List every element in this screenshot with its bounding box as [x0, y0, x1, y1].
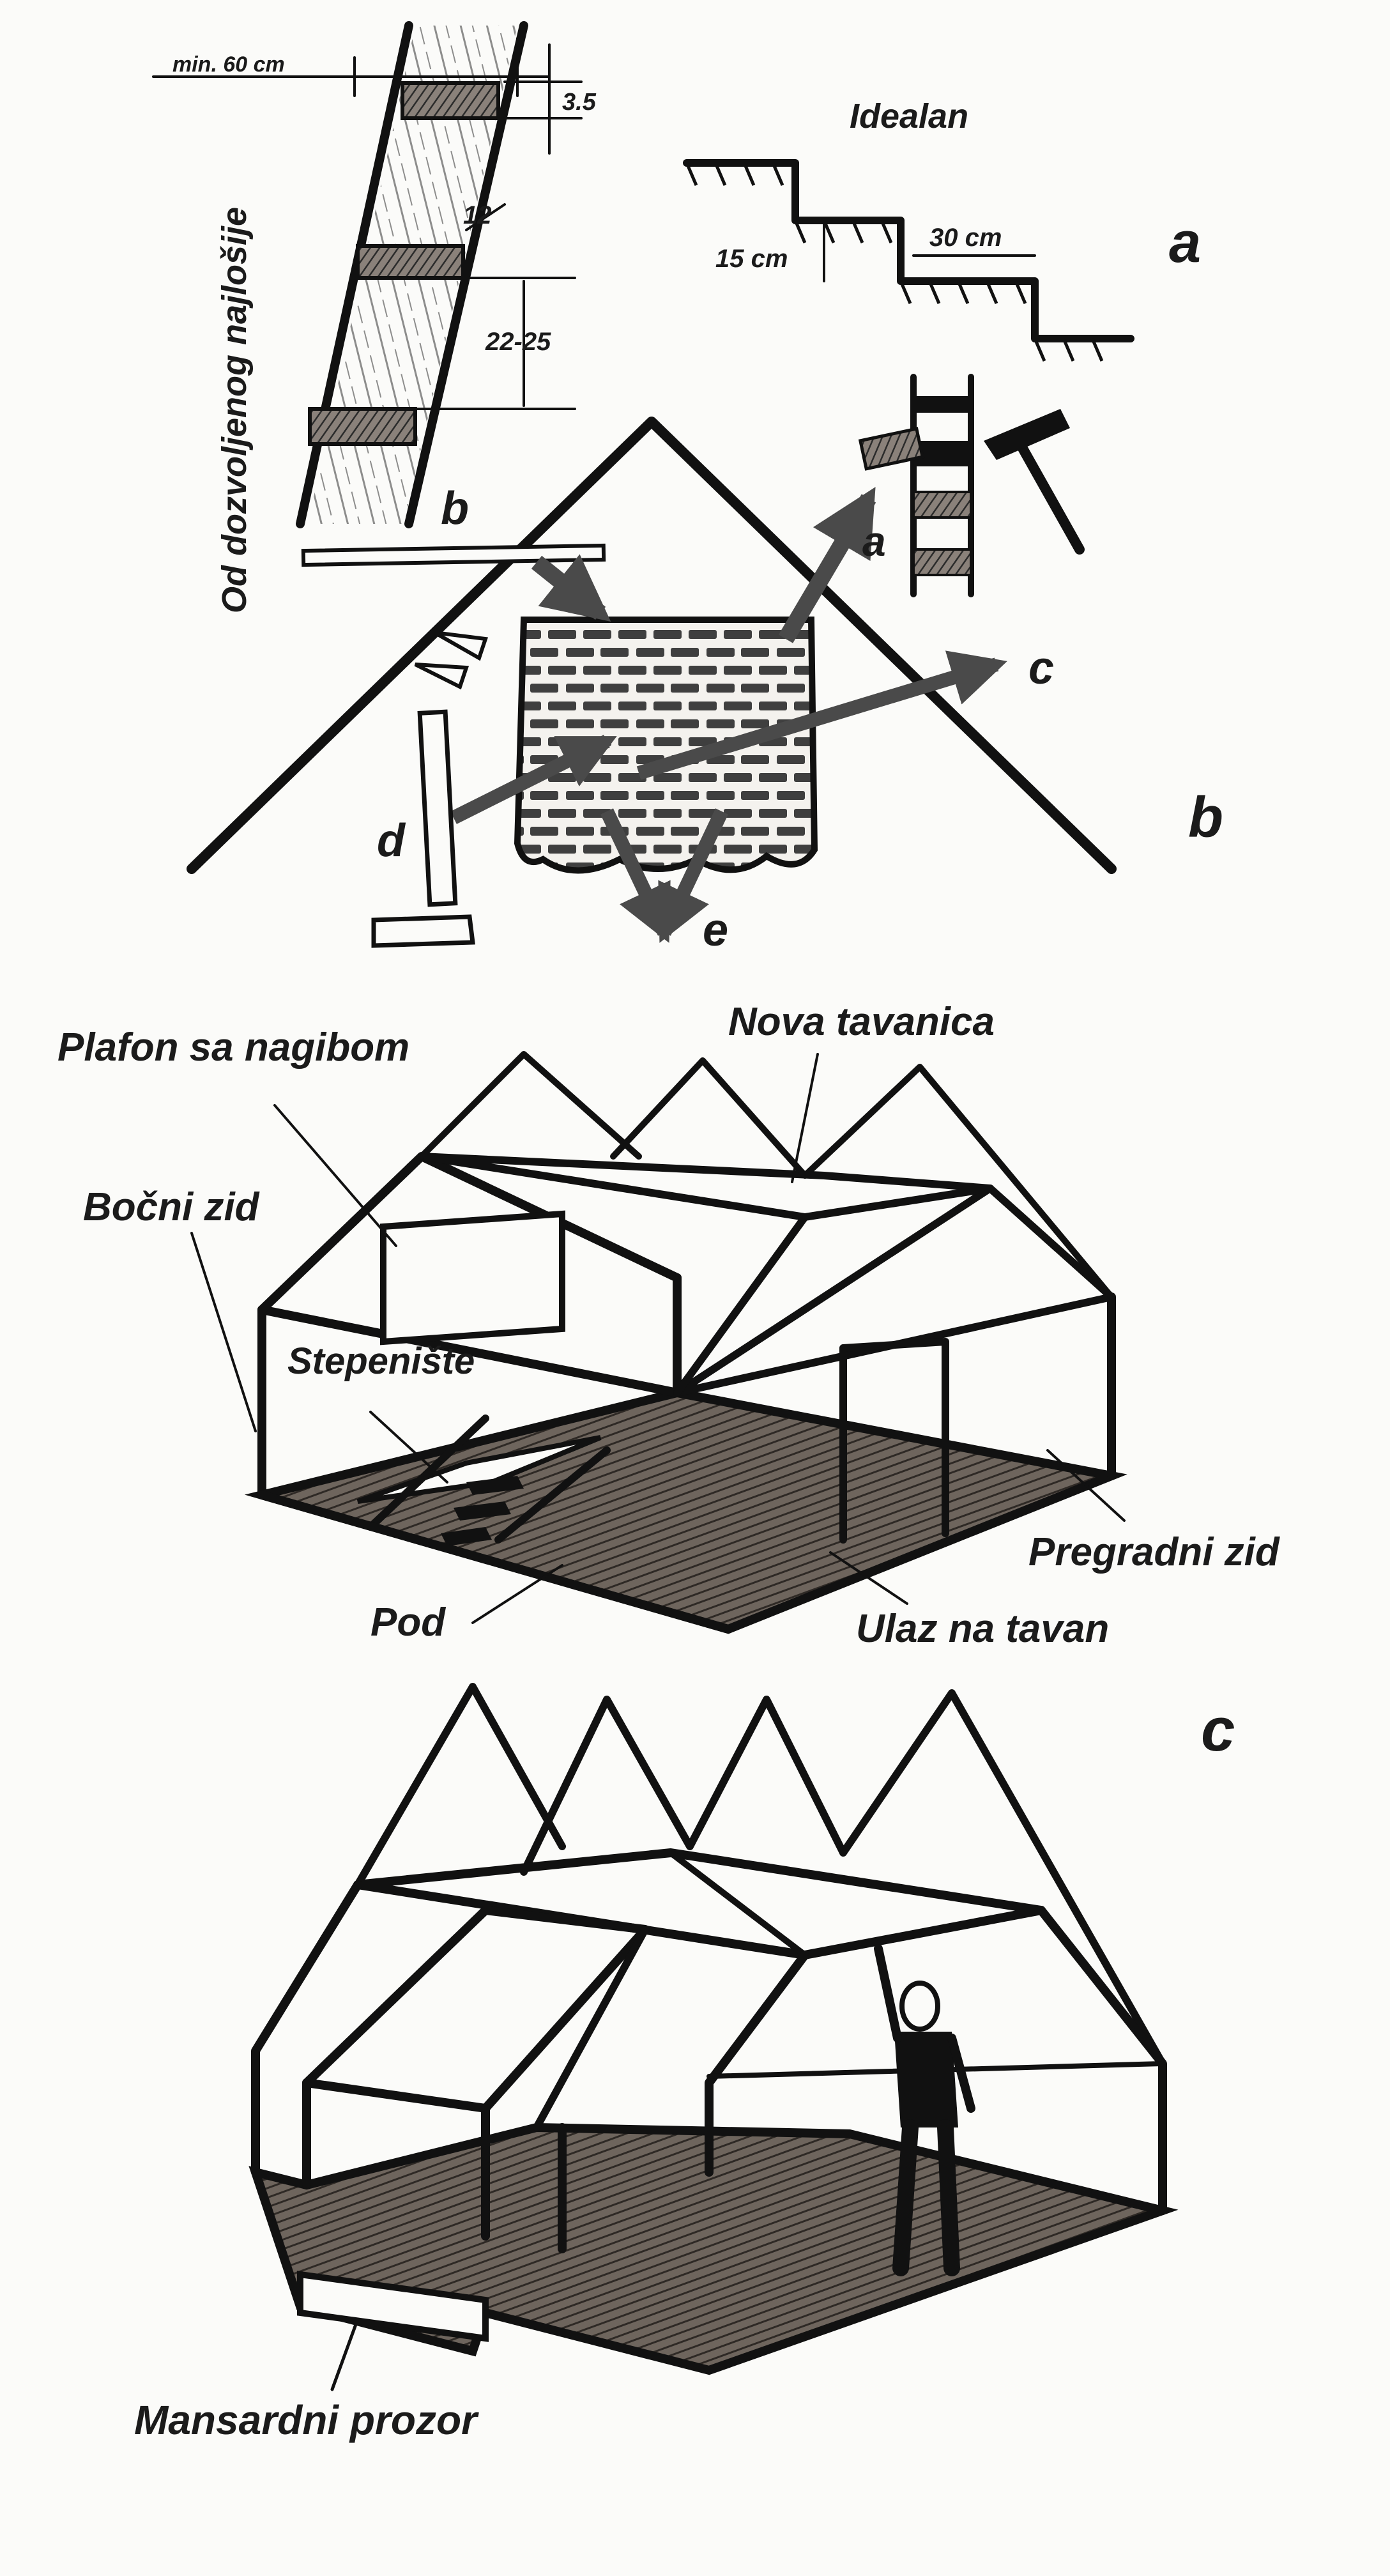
mansard-window — [297, 2271, 489, 2342]
hammer-icon — [984, 409, 1085, 555]
base-board — [371, 914, 475, 948]
arrow-down-e1 — [600, 808, 671, 943]
label-pod: Pod — [370, 1600, 446, 1644]
stair-railing — [494, 1446, 611, 1544]
sloped-side-left — [251, 1880, 362, 2177]
post — [417, 709, 458, 907]
figure-c: c Mansardni prozor — [134, 1683, 1235, 2443]
wedge — [414, 663, 470, 690]
arrow-to-c — [636, 650, 1007, 780]
stairs-profile — [683, 159, 1134, 342]
gable-peaks — [418, 1051, 1115, 1300]
arrow-to-a — [778, 487, 876, 643]
ceiling-frame — [668, 1850, 808, 1958]
leader-pod — [471, 1564, 563, 1624]
arrow-down-e2 — [658, 808, 728, 943]
dim-line-12 — [465, 203, 506, 231]
leader-bocni-zid — [190, 1232, 257, 1432]
arrow-b-to-wall — [531, 554, 611, 622]
leader-stepeniste — [369, 1411, 448, 1483]
riser-label: 15 cm — [715, 245, 788, 273]
leader-ulaz — [829, 1551, 908, 1605]
dim-22-25-label: 22-25 — [485, 328, 551, 356]
leader-nova-tavanica — [791, 1053, 819, 1183]
attic-window — [380, 1210, 565, 1346]
leader-plafon — [273, 1104, 397, 1247]
new-ceiling — [418, 1153, 994, 1397]
label-c-arrow: c — [1028, 643, 1054, 694]
panel-letter-a: a — [1169, 211, 1201, 275]
vertical-caption: Od dozvoljenog najlošije — [215, 207, 254, 613]
label-nova-tavanica: Nova tavanica — [728, 1000, 995, 1044]
roof-outline — [187, 417, 1117, 874]
label-a-ladder: a — [862, 518, 886, 565]
arrow-from-d — [450, 735, 617, 824]
label-d-post: d — [377, 815, 406, 866]
ladder-rung — [308, 407, 417, 446]
label-b-plank: b — [441, 483, 469, 534]
label-bocni-zid: Bočni zid — [83, 1185, 260, 1229]
floor-front-edge — [257, 1491, 733, 1634]
figure-b: b a c d e b — [187, 374, 1223, 956]
plank — [301, 543, 606, 567]
figure-a: min. 60 cm 3.5 12 22-25 Od dozvoljenog n… — [152, 21, 1201, 613]
wedge — [433, 631, 489, 661]
panel-letter-c: c — [1201, 1696, 1235, 1764]
leader-pregradni — [1046, 1449, 1126, 1522]
dormer-box — [302, 1906, 650, 2113]
person-figure — [874, 1944, 975, 2276]
stairs-hatch — [685, 162, 1104, 362]
attic-door — [839, 1338, 949, 1544]
dormer-valley — [533, 1926, 649, 2131]
gable-peaks — [354, 1683, 1166, 2067]
label-ulaz: Ulaz na tavan — [856, 1607, 1109, 1651]
ladder-rung — [356, 244, 465, 280]
label-mansardni: Mansardni prozor — [134, 2397, 479, 2443]
ladder-rail-right — [404, 21, 528, 528]
brick-wall — [514, 617, 818, 874]
label-pregradni-zid: Pregradni zid — [1028, 1530, 1280, 1574]
small-ladder — [858, 374, 974, 597]
leader-mansardni — [330, 2317, 360, 2391]
stair-steps — [441, 1476, 524, 1546]
ladder-min-width-label: min. 60 cm — [172, 52, 285, 77]
dim-12-label: 12 — [463, 201, 492, 229]
stair-railing — [367, 1414, 489, 1531]
ladder-rung — [401, 81, 500, 120]
ideal-stairs-label: Idealan — [850, 97, 968, 135]
label-stepeniste: Stepenište — [287, 1340, 475, 1382]
left-side-wall — [257, 1273, 682, 1499]
panel-letter-b: b — [1188, 786, 1223, 850]
label-plafon: Plafon sa nagibom — [57, 1025, 409, 1070]
dim-3-5-label: 3.5 — [562, 89, 597, 116]
figure-attic: Plafon sa nagibom Nova tavanica Bočni zi… — [57, 1000, 1280, 1651]
tread-label: 30 cm — [929, 224, 1002, 252]
label-e-down: e — [703, 905, 728, 956]
dormer-box-sides — [302, 2078, 567, 2253]
